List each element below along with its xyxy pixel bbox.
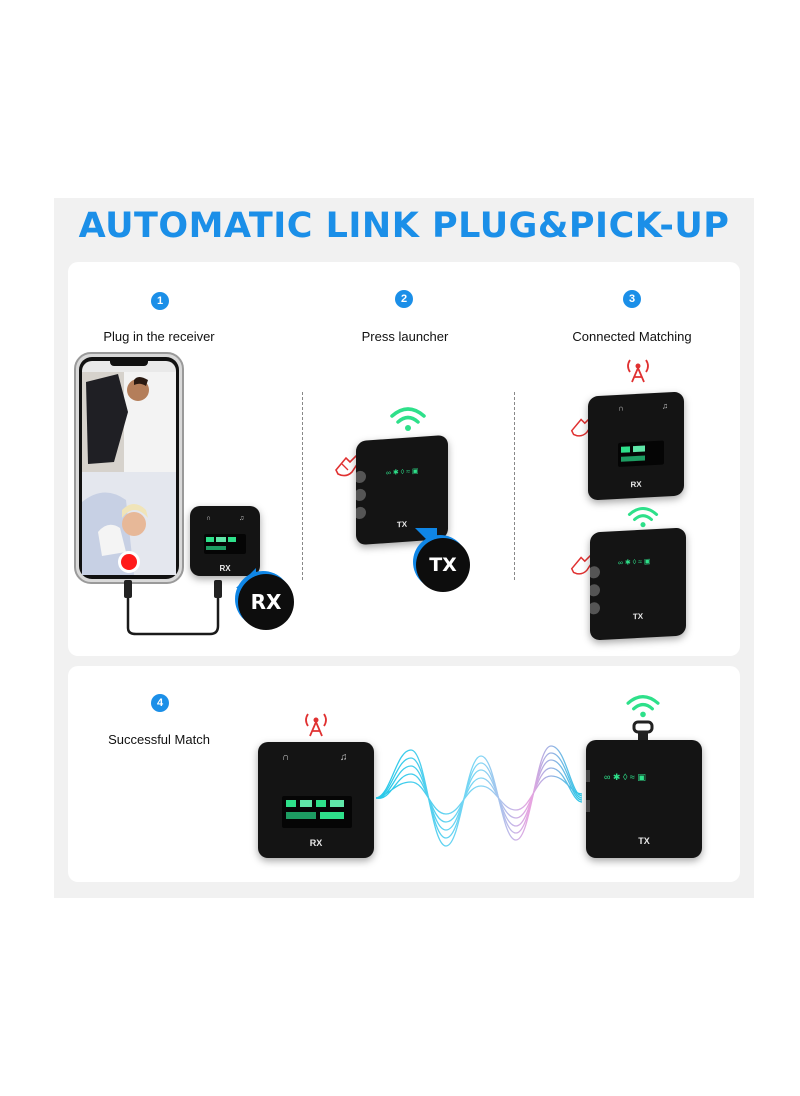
svg-text:♫: ♫	[340, 752, 348, 763]
tx-transmitter-step3: ∞ ✱ ◊ ≈ ▣ TX	[588, 527, 686, 641]
tx-device-label-step4: TX	[638, 836, 650, 846]
step-4-label: Successful Match	[108, 732, 210, 747]
rx-screen-icon: ∩ ♫	[204, 515, 246, 554]
rx-receiver-step4: ∩ ♫ RX	[258, 742, 374, 858]
svg-text:∞ ✱ ◊ ≈ ▣: ∞ ✱ ◊ ≈ ▣	[386, 467, 419, 477]
tx-screen-step3-icon: ∞ ✱ ◊ ≈ ▣	[588, 557, 651, 615]
usb-cable-icon	[124, 580, 222, 636]
rx-device-label-step4: RX	[309, 838, 323, 848]
hand-press-icon-tx	[570, 554, 596, 575]
headline: AUTOMATIC LINK PLUG&PICK-UP	[78, 206, 730, 246]
step-3-label: Connected Matching	[572, 329, 692, 344]
hand-press-icon	[335, 454, 362, 477]
tx-screen-step4-icon: ∞ ✱ ◊ ≈ ▣	[584, 770, 646, 812]
smartphone-illustration	[74, 352, 184, 584]
tx-transmitter-step2: ∞ ✱ ◊ ≈ ▣ TX	[354, 434, 448, 546]
svg-text:∞ ✱ ◊ ≈ ▣: ∞ ✱ ◊ ≈ ▣	[604, 772, 646, 782]
tx-badge: TX	[416, 538, 470, 592]
antenna-red-icon	[627, 359, 649, 383]
rx-device-label-step1: RX	[219, 564, 231, 573]
sound-wave-graphic	[376, 745, 582, 847]
step-2-label: Press launcher	[361, 329, 449, 344]
wifi-signal-green-icon-step3	[627, 507, 659, 528]
svg-text:♫: ♫	[662, 401, 668, 410]
wifi-signal-green-icon	[390, 407, 426, 431]
step-1-number: 1	[151, 292, 169, 310]
record-button-icon	[121, 554, 137, 570]
svg-text:♫: ♫	[239, 515, 244, 522]
rx-badge: RX	[238, 574, 294, 630]
svg-text:∩: ∩	[206, 515, 211, 522]
rx-screen-step3-icon: ∩ ♫	[618, 401, 668, 467]
rx-receiver-step1: ∩ ♫ RX	[190, 506, 260, 576]
antenna-red-icon-step4	[305, 713, 327, 737]
step-3-number: 3	[623, 290, 641, 308]
rx-screen-step4-icon: ∩ ♫	[282, 752, 352, 828]
rx-receiver-step3: ∩ ♫ RX	[588, 391, 684, 501]
tx-transmitter-step4: ∞ ✱ ◊ ≈ ▣ TX	[584, 740, 702, 858]
wifi-signal-green-icon-step4	[626, 695, 660, 718]
dashed-divider-2	[514, 392, 515, 580]
step-1-label: Plug in the receiver	[103, 329, 215, 344]
svg-text:∩: ∩	[282, 752, 289, 763]
tx-screen-icon: ∞ ✱ ◊ ≈ ▣	[354, 467, 419, 519]
dashed-divider-1	[302, 392, 303, 580]
step-4-number: 4	[151, 694, 169, 712]
clip-icon	[632, 720, 654, 742]
svg-text:∞ ✱ ◊ ≈ ▣: ∞ ✱ ◊ ≈ ▣	[618, 557, 651, 567]
step-2-number: 2	[395, 290, 413, 308]
svg-text:∩: ∩	[618, 404, 624, 413]
